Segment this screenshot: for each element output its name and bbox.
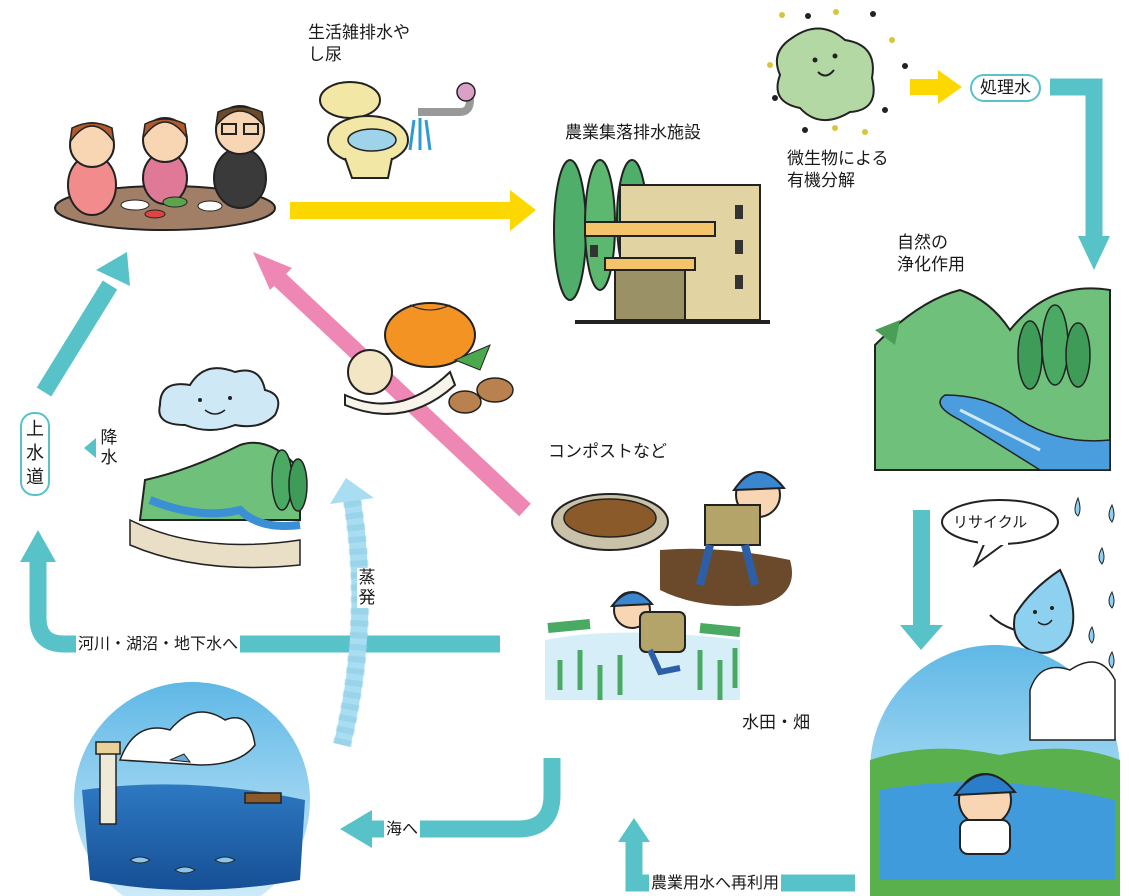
- rain-char2: 水: [100, 448, 118, 468]
- family-illustration: [54, 105, 276, 231]
- waterworks-char2: 水: [26, 443, 44, 464]
- facility-label: 農業集落排水施設: [565, 123, 701, 143]
- paddy-label: 水田・畑: [742, 713, 810, 733]
- tap-illustration: [408, 82, 476, 151]
- waterworks-to-family-arrow: [36, 252, 130, 397]
- evaporation-char2: 発: [358, 588, 376, 608]
- to-rivers-label: 河川・湖沼・地下水へ: [76, 634, 241, 654]
- reuse-label: 農業用水へ再利用: [649, 873, 782, 893]
- waterworks-char3: 道: [26, 467, 44, 488]
- toilet-illustration: [319, 81, 409, 179]
- recycle-speech-bubble: [941, 499, 1059, 568]
- waste-flow-arrow: [290, 190, 536, 231]
- treated-to-nature-arrow: [1050, 78, 1110, 270]
- compost-to-family-arrow: [253, 252, 531, 517]
- microbe-label-line1: 微生物による: [787, 149, 889, 169]
- evaporation-arrow: [330, 478, 374, 748]
- to-sea-arrow: [340, 758, 561, 848]
- water-drop-character: [989, 496, 1115, 669]
- evaporation-label: 蒸 発: [357, 568, 377, 608]
- paddy-illustration: [545, 591, 741, 700]
- waterworks-char1: 上: [26, 419, 44, 440]
- treated-water-label: 処理水: [970, 74, 1041, 102]
- recycle-bubble-text: リサイクル: [953, 513, 1028, 531]
- microbe-label: 微生物による 有機分解: [787, 148, 889, 192]
- compost-illustration: [551, 471, 792, 606]
- sea-illustration: [74, 682, 310, 896]
- to-rivers-arrow: [20, 530, 500, 653]
- wastewater-label-line2: し尿: [308, 45, 342, 65]
- reuse-arrow: [618, 818, 855, 892]
- rain-illustration: [129, 367, 308, 569]
- rain-marker: [84, 438, 96, 458]
- natural-purification-line2: 浄化作用: [897, 255, 965, 275]
- river-fishing-illustration: [870, 645, 1120, 896]
- to-sea-label: 海へ: [384, 819, 421, 839]
- microbe-label-line2: 有機分解: [787, 171, 855, 191]
- microbe-illustration: [767, 9, 908, 135]
- wastewater-label: 生活雑排水や し尿: [308, 22, 410, 66]
- facility-illustration: [553, 159, 770, 324]
- wastewater-label-line1: 生活雑排水や: [308, 23, 410, 43]
- nature-illustration: [874, 287, 1111, 471]
- rain-char1: 降: [100, 428, 118, 448]
- rain-label: 降 水: [99, 428, 119, 468]
- natural-purification-line1: 自然の: [897, 233, 948, 253]
- nature-to-recycle-arrow: [900, 510, 943, 650]
- natural-purification-label: 自然の 浄化作用: [897, 232, 965, 276]
- microbe-to-treated-arrow: [910, 70, 962, 104]
- compost-label: コンポストなど: [548, 442, 667, 462]
- vegetables-illustration: [344, 302, 514, 415]
- waterworks-label: 上 水 道: [20, 412, 50, 496]
- evaporation-char1: 蒸: [358, 568, 376, 588]
